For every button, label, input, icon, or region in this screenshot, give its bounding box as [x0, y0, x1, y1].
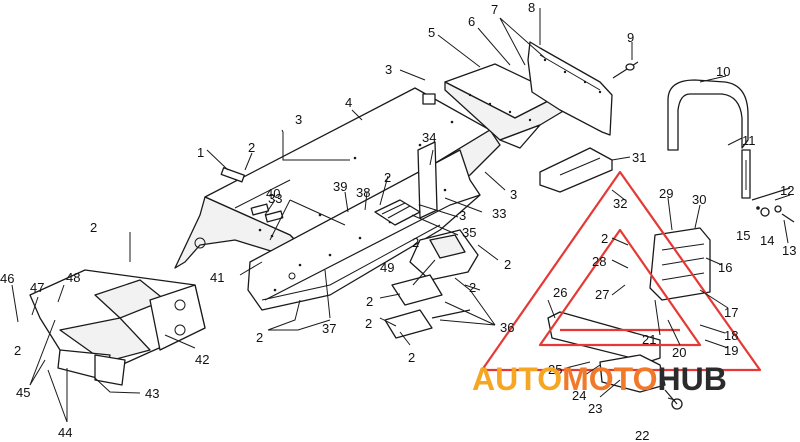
- callout-2: 2: [601, 231, 608, 246]
- clip-part: [422, 93, 436, 105]
- callout-2: 2: [408, 350, 415, 365]
- callout-41: 41: [210, 270, 224, 285]
- callout-19: 19: [724, 343, 738, 358]
- callout-33: 33: [492, 206, 506, 221]
- callout-45: 45: [16, 385, 30, 400]
- callout-40: 40: [266, 186, 280, 201]
- pin-part: [612, 61, 639, 79]
- callout-17: 17: [724, 305, 738, 320]
- bolt-set-part: [751, 187, 795, 223]
- callout-27: 27: [595, 287, 609, 302]
- upright-block-part: [417, 141, 438, 219]
- callout-7: 7: [491, 2, 498, 17]
- callout-36: 36: [500, 320, 514, 335]
- watermark-moto: MOTO: [562, 361, 657, 397]
- callout-29: 29: [659, 186, 673, 201]
- callout-6: 6: [468, 14, 475, 29]
- callout-35: 35: [462, 225, 476, 240]
- callout-32: 32: [613, 196, 627, 211]
- callout-15: 15: [736, 228, 750, 243]
- callout-1: 1: [197, 145, 204, 160]
- rail-part: [264, 194, 481, 301]
- callout-4: 4: [345, 95, 352, 110]
- callout-42: 42: [195, 352, 209, 367]
- callout-25: 25: [548, 362, 562, 377]
- callout-38: 38: [356, 185, 370, 200]
- callout-28: 28: [592, 254, 606, 269]
- rear-bumper-part: [667, 79, 751, 199]
- callout-2: 2: [14, 343, 21, 358]
- callout-12: 12: [780, 183, 794, 198]
- decal-part: [250, 203, 284, 223]
- callout-49: 49: [380, 260, 394, 275]
- front-chassis-part: [29, 269, 206, 386]
- callout-11: 11: [742, 133, 756, 148]
- watermark-triangle: [480, 170, 762, 372]
- callout-2: 2: [365, 316, 372, 331]
- callout-24: 24: [572, 388, 586, 403]
- bottom-bolt-part: [664, 389, 683, 410]
- small-bracket-part: [384, 229, 479, 339]
- callout-5: 5: [428, 25, 435, 40]
- bracket-part: [539, 147, 613, 193]
- rear-frame-part: [649, 227, 711, 301]
- callout-13: 13: [782, 243, 796, 258]
- callout-44: 44: [58, 425, 72, 440]
- callout-3: 3: [295, 112, 302, 127]
- callout-16: 16: [718, 260, 732, 275]
- callout-2: 2: [384, 170, 391, 185]
- callout-31: 31: [632, 150, 646, 165]
- callout-23: 23: [588, 401, 602, 416]
- callout-2: 2: [366, 294, 373, 309]
- callout-8: 8: [528, 0, 535, 15]
- leader-lines: [11, 8, 791, 423]
- callout-3: 3: [385, 62, 392, 77]
- callout-14: 14: [760, 233, 774, 248]
- callout-2: 2: [412, 235, 419, 250]
- callout-43: 43: [145, 386, 159, 401]
- flap-part: [527, 41, 613, 136]
- watermark-logo: AUTOMOTOHUB: [472, 361, 727, 397]
- foot-grid-part: [374, 199, 421, 226]
- callout-22: 22: [635, 428, 649, 442]
- callout-46: 46: [0, 271, 14, 286]
- svg-text:AUTOMOTOHUB: AUTOMOTOHUB: [472, 361, 727, 397]
- callout-48: 48: [66, 270, 80, 285]
- watermark-hub: HUB: [657, 361, 726, 397]
- callout-47: 47: [30, 280, 44, 295]
- callout-30: 30: [692, 192, 706, 207]
- callout-26: 26: [553, 285, 567, 300]
- small-bar-part: [220, 167, 245, 183]
- callout-3: 3: [510, 187, 517, 202]
- callout-21: 21: [642, 332, 656, 347]
- callout-2: 2: [469, 280, 476, 295]
- callout-18: 18: [724, 328, 738, 343]
- watermark-auto: AUTO: [472, 361, 562, 397]
- callout-33: 33: [268, 191, 282, 206]
- callout-2: 2: [248, 140, 255, 155]
- callout-9: 9: [627, 30, 634, 45]
- callout-2: 2: [504, 257, 511, 272]
- callout-2: 2: [90, 220, 97, 235]
- callout-39: 39: [333, 179, 347, 194]
- callout-34: 34: [422, 130, 436, 145]
- callout-37: 37: [322, 321, 336, 336]
- callout-20: 20: [672, 345, 686, 360]
- callout-10: 10: [716, 64, 730, 79]
- callout-2: 2: [256, 330, 263, 345]
- callout-3: 3: [459, 208, 466, 223]
